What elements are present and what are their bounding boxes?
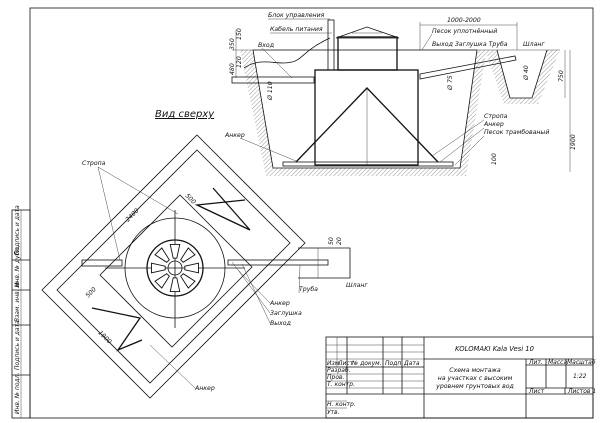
label-plug: Заглушка [270,310,302,317]
description-line: уровнем грунтовых вод [435,383,514,390]
side-strip: Подпись и дата Инв. № дубл. Взам. инв. №… [11,205,31,419]
power-cable [243,37,331,69]
strap-top [194,187,251,231]
description-line: на участках с высоким [438,375,513,382]
label-anchor-bottom: Анкер [194,385,215,392]
drain-ditch [496,49,548,99]
cover-rib [169,277,181,292]
outlet-pipe [419,55,517,80]
strip-label: Инв. № дубл. [14,246,21,287]
inlet-pipe-top [81,259,123,267]
cover-rib [151,262,166,274]
dim-1900: 1900 [570,134,577,150]
col-list: Лист [337,360,354,367]
role-approve: Утв. [327,409,340,416]
label-strap: Стропа [484,113,508,120]
top-view: Вид сверху 2400 500 500 1900 50 20 Строп… [41,109,368,399]
slab-outline [99,194,253,348]
scale-label: Масштаб [567,359,596,366]
dim-40: Ø 40 [522,65,530,81]
base-slab [282,161,454,167]
label-rammed-sand: Песок трамбованый [484,128,549,136]
cover-rib [154,247,170,263]
col-date: Дата [403,360,420,367]
dim-2400: 2400 [124,207,140,223]
dim-350: 350 [229,38,236,50]
scale-value: 1:22 [573,373,587,380]
mass-label: Масса [548,359,567,366]
strip-label: Подпись и дата [14,320,21,370]
label-outlet-plug-pipe: Выход Заглушка Труба [432,40,508,48]
sheets-label: Листов 1 [567,388,596,395]
role-dev: Разраб. [327,367,351,374]
cover-ribs [151,244,199,292]
dim-110: Ø 110 [266,81,274,101]
label-hose: Шланг [523,41,545,48]
role-tcontr: Т. контр. [327,381,355,388]
col-doc: № докум. [351,360,382,367]
label-anchor-left: Анкер [224,132,245,139]
sheet-label: Лист [528,388,545,395]
dim-width-range: 1000-2000 [447,17,481,24]
tank-neck [337,36,398,71]
dim-500b: 500 [84,286,97,299]
role-ncontr: Н. контр. [327,401,356,408]
lit-label: Лит. [528,359,543,366]
cover-circle [146,239,204,297]
label-strap-top: Стропа [82,160,106,167]
strip-label: Взам. инв. № [14,281,21,322]
dim-50: 50 [328,237,335,245]
dim-75: Ø 75 [446,75,454,91]
dim-20: 20 [336,237,343,245]
dim-120: 120 [236,56,243,68]
cover-rib [169,244,181,259]
pit-outline [41,134,306,399]
strip-label: Подпись и дата [14,205,21,255]
cover-rib [180,247,196,263]
dim-500a: 500 [184,192,197,205]
label-anchor: Анкер [483,121,504,128]
role-check: Пров. [327,374,345,381]
ditch-top [298,247,351,279]
label-control-unit: Блок управления [268,12,325,19]
outlet-pipe-top [227,259,329,266]
cover-rib [184,262,199,274]
tank-cover [335,26,400,39]
dim-150: 150 [236,28,243,40]
sheet-frame [29,7,594,419]
label-anchor-top: Анкер [269,300,290,307]
section-view: 1000-2000 750 1900 100 Ø 110 Ø 75 Ø 40 3… [224,12,577,176]
description-line: Схема монтажа [449,367,501,374]
top-view-title: Вид сверху [155,109,215,120]
dim-480: 480 [229,63,236,75]
cover-rib [180,273,196,289]
label-pipe: Труба [299,285,318,293]
col-izm: Изм. [327,360,341,367]
col-sign: Подп. [385,360,403,367]
inlet-pipe [231,76,315,84]
soil-hatch [240,50,560,176]
dim-100: 100 [491,153,498,165]
label-hose-top: Шланг [346,282,368,289]
label-inlet: Вход [258,42,274,49]
label-outlet: Выход [270,320,291,327]
tank-body [314,69,419,166]
title-block: Изм. Лист № докум. Подп. Дата Разраб. Пр… [325,336,596,419]
strap-bottom [91,307,143,352]
pit [252,49,478,169]
cover-rib [154,273,170,289]
dim-750: 750 [558,70,565,82]
label-power-cable: Кабель питания [270,25,323,33]
pit-inner [56,149,291,384]
control-unit [327,19,335,71]
product-name: KOLOMAKI Kala Vesi 10 [455,345,534,353]
strip-label: Инв. № подл. [14,373,21,414]
label-compacted-sand: Песок уплотнённый [432,27,497,35]
